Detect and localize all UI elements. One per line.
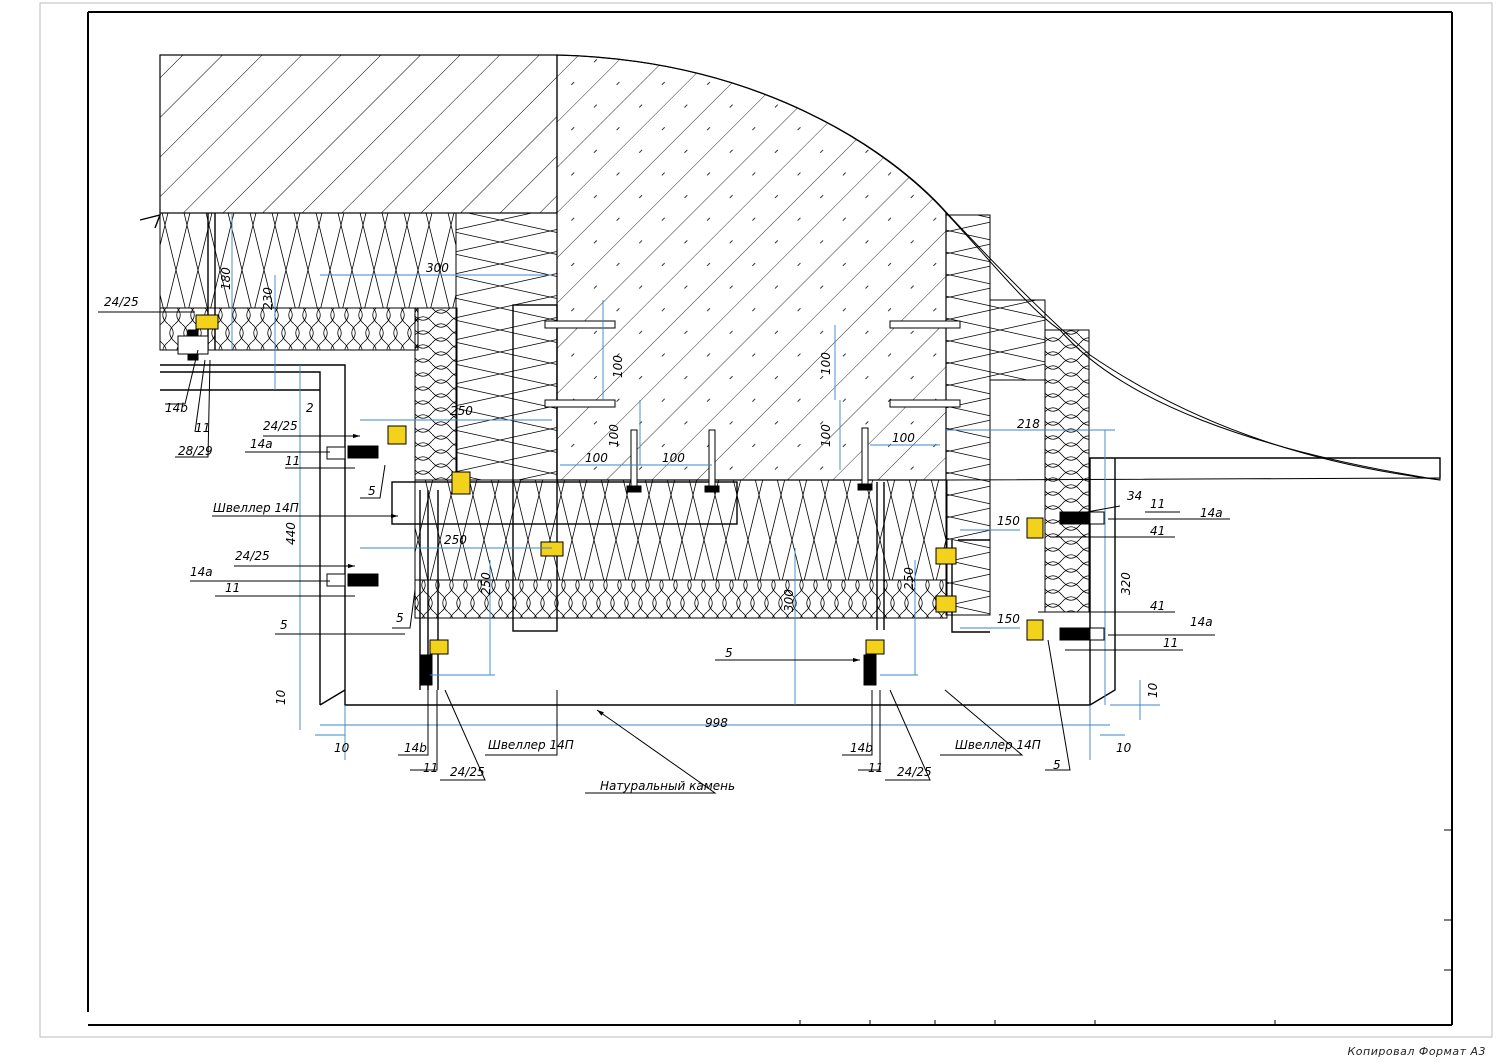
anchor-bolts	[544, 320, 961, 493]
dim-150: 150	[997, 514, 1020, 528]
callout-shveller: Швеллер 14П	[213, 501, 299, 515]
dim-300: 300	[426, 261, 449, 275]
dim-100: 100	[585, 451, 608, 465]
fasteners	[177, 314, 1105, 686]
callout-14a: 14a	[1200, 506, 1223, 520]
dim-320: 320	[1119, 572, 1133, 595]
dim-230: 230	[261, 287, 275, 310]
callout-shveller: Швеллер 14П	[488, 738, 574, 752]
callout-34: 34	[1127, 489, 1142, 503]
callout-11: 11	[225, 581, 240, 595]
dim-100: 100	[611, 355, 625, 378]
callout-14a: 14a	[1190, 615, 1213, 629]
callout-11: 11	[195, 421, 210, 435]
callout-11: 11	[1150, 497, 1165, 511]
beam-section	[556, 54, 1441, 481]
callout-5: 5	[725, 646, 733, 660]
callout-5: 5	[1053, 758, 1061, 772]
callout-41: 41	[1150, 524, 1165, 538]
dim-100: 100	[662, 451, 685, 465]
sheet-frame	[39, 2, 1493, 1038]
dim-100: 100	[819, 424, 833, 447]
callout-28-29: 28/29	[178, 444, 213, 458]
callout-24-25: 24/25	[235, 549, 270, 563]
dim-2: 2	[306, 401, 314, 415]
dim-10: 10	[274, 689, 288, 705]
insulation	[159, 212, 1090, 619]
dim-250: 250	[479, 572, 493, 595]
dim-250: 250	[444, 533, 467, 547]
slab-section	[159, 54, 558, 214]
dim-10: 10	[1146, 682, 1160, 698]
dim-218: 218	[1017, 417, 1040, 431]
callout-stone: Натуральный камень	[600, 779, 735, 793]
callout-11: 11	[868, 761, 883, 775]
callout-5: 5	[368, 484, 376, 498]
callout-11: 11	[423, 761, 438, 775]
callout-14a: 14a	[250, 437, 273, 451]
callout-5: 5	[280, 618, 288, 632]
dim-250: 250	[450, 404, 473, 418]
callout-14a: 14a	[190, 565, 213, 579]
callout-14b: 14b	[850, 741, 873, 755]
callout-24-25: 24/25	[263, 419, 298, 433]
callout-11: 11	[1163, 636, 1178, 650]
dim-250: 250	[902, 567, 916, 590]
callout-24-25: 24/25	[450, 765, 485, 779]
callout-shveller: Швеллер 14П	[955, 738, 1041, 752]
labels: 24/25 14b 11 28/29 24/25 14a 11 5 Швелле…	[104, 261, 1223, 793]
callout-24-25: 24/25	[104, 295, 139, 309]
callout-5: 5	[396, 611, 404, 625]
dim-440: 440	[284, 522, 298, 545]
callout-41: 41	[1150, 599, 1165, 613]
callout-11: 11	[285, 454, 300, 468]
callout-14b: 14b	[404, 741, 427, 755]
dim-10: 10	[1116, 741, 1132, 755]
dim-300: 300	[782, 589, 796, 612]
dim-100: 100	[892, 431, 915, 445]
dim-150: 150	[997, 612, 1020, 626]
dimension-lines	[231, 213, 1160, 760]
dim-100: 100	[607, 424, 621, 447]
dim-180: 180	[219, 267, 233, 290]
callout-24-25: 24/25	[897, 765, 932, 779]
dim-100: 100	[819, 352, 833, 375]
dim-10: 10	[334, 741, 350, 755]
callout-14b: 14b	[165, 401, 188, 415]
dim-998: 998	[705, 716, 728, 730]
leader-lines	[98, 311, 1230, 794]
format-stamp: Копировал Формат А3	[1347, 1045, 1486, 1058]
